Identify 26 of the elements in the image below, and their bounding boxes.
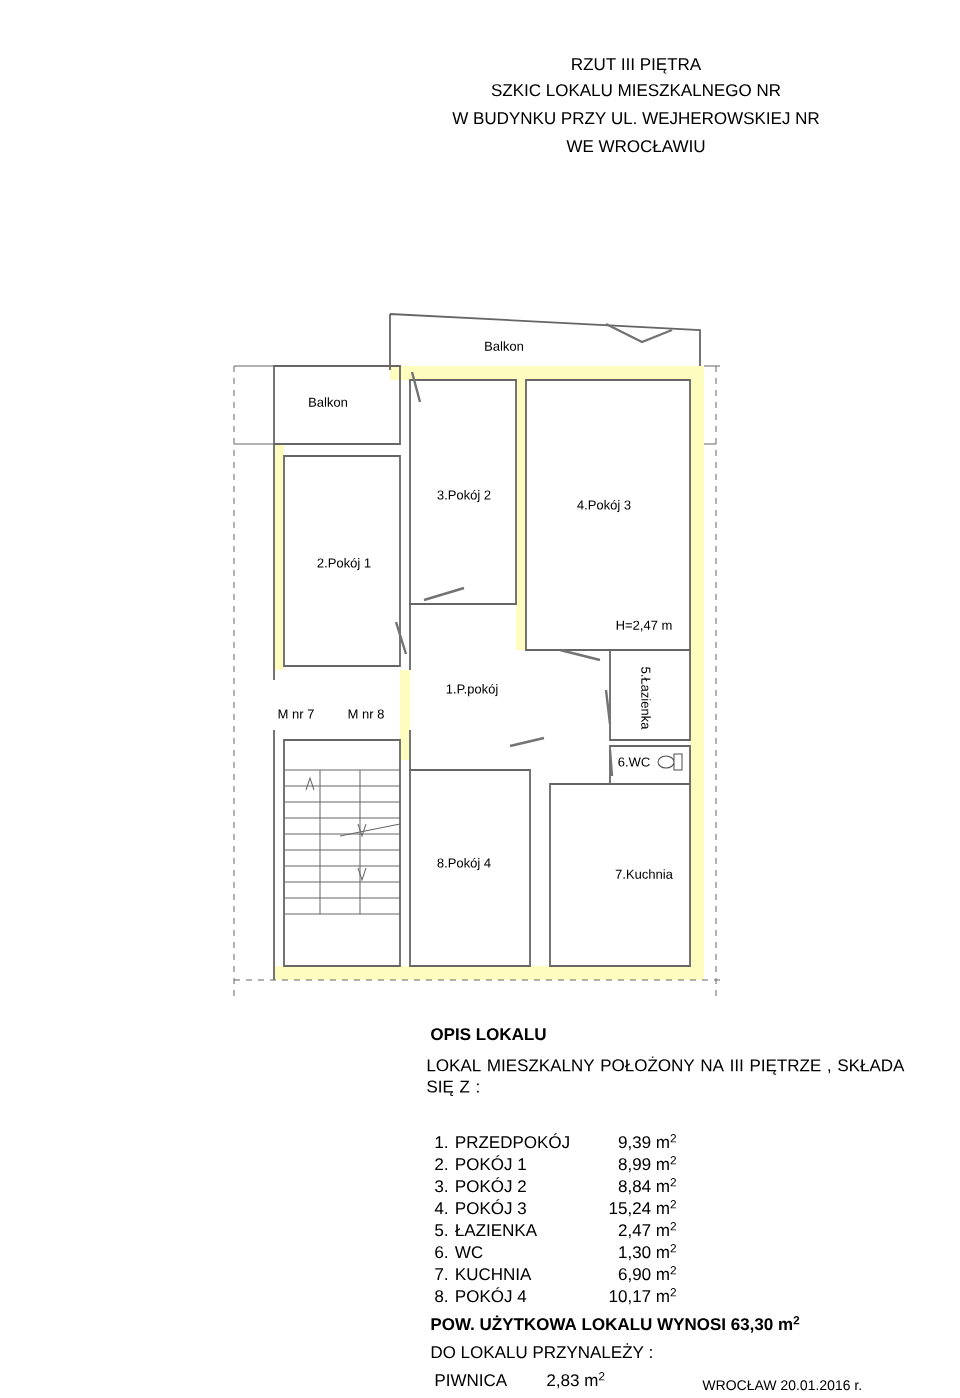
heading-text: RZUT III PIĘTRA [572, 58, 702, 74]
table-cell: 2. POKÓJ 1 [435, 1155, 526, 1171]
description-text: DO LOKALU PRZYNALEŻY : [431, 1343, 652, 1359]
table-cell: 4. POKÓJ 3 [434, 1199, 526, 1215]
table-cell: 1,30 m$^{2}$ [619, 1244, 676, 1261]
table-cell: 6. WC [435, 1246, 483, 1259]
table-cell: 8. POKÓJ 4 [435, 1287, 527, 1303]
heading-text: W BUDYNKU PRZY UL. WEJHEROWSKIEJ NR [452, 112, 819, 125]
table-cell: 8,99 m$^{2}$ [618, 1156, 676, 1173]
table-cell: 15,24 m$^{2}$ [609, 1200, 676, 1217]
section-heading: OPIS LOKALU [431, 1028, 546, 1041]
table-cell: PIWNICA [435, 1374, 508, 1387]
table-cell: 5. ŁAZIENKA [435, 1224, 537, 1237]
total-area-text: POW. UŻYTKOWA LOKALU WYNOSI 63,30 m$^{2}$ [431, 1315, 800, 1333]
table-cell: 1. PRZEDPOKÓJ [435, 1133, 569, 1149]
heading-text: WE WROCŁAWIU [566, 140, 705, 153]
table-cell: 2,47 m$^{2}$ [618, 1222, 676, 1239]
table-cell: 9,39 m$^{2}$ [618, 1134, 676, 1151]
table-cell: 3. POKÓJ 2 [435, 1177, 526, 1193]
table-cell: 7. KUCHNIA [435, 1268, 532, 1281]
table-cell: 2,83 m$^{2}$ [547, 1372, 605, 1389]
table-cell: 10,17 m$^{2}$ [609, 1288, 676, 1305]
heading-text: SZKIC LOKALU MIESZKALNEGO NR [491, 84, 781, 97]
description-text: LOKAL MIESZKALNY POŁOŻONY NA III PIĘTRZE , SKŁADA SIĘ Z : [427, 1056, 905, 1096]
table-cell: 8,84 m$^{2}$ [618, 1178, 676, 1195]
table-cell: 6,90 m$^{2}$ [618, 1266, 676, 1283]
